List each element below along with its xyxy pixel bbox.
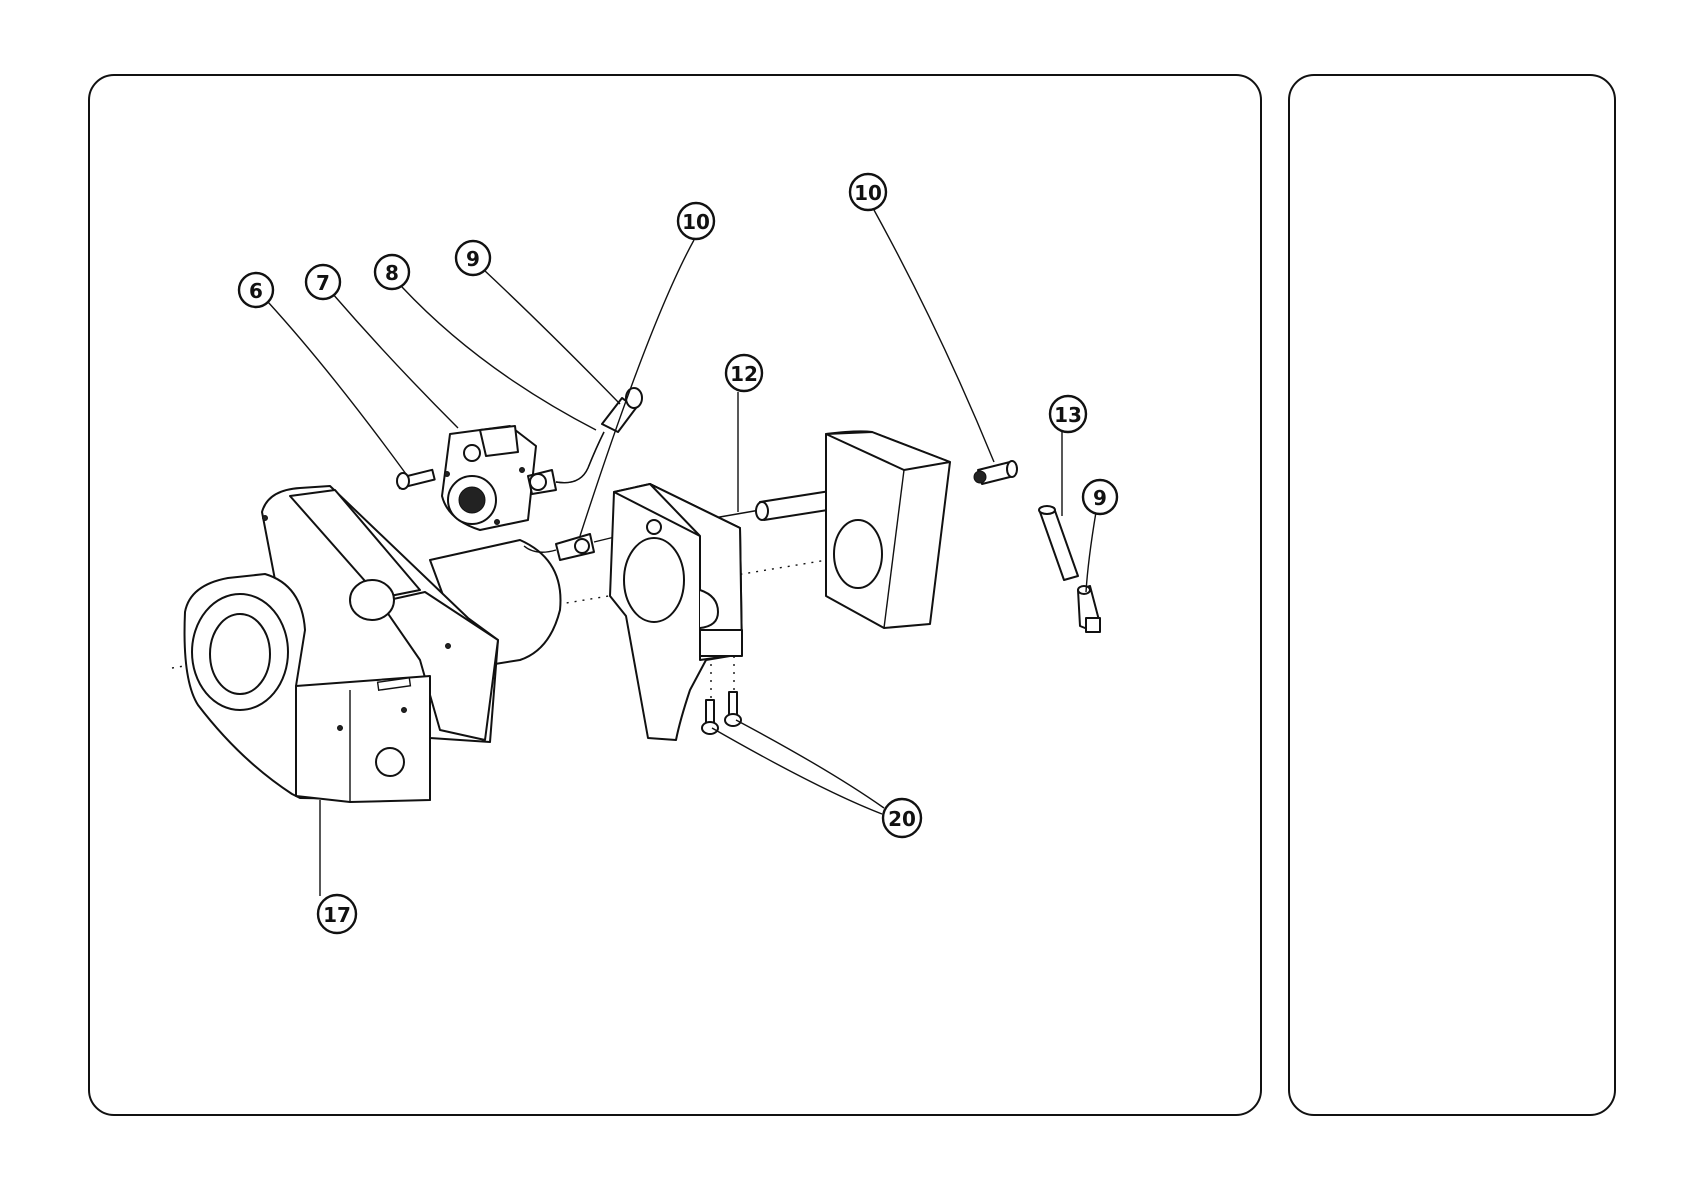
callout-9-top: 9 <box>456 241 490 275</box>
dowel-part-13 <box>1039 506 1078 580</box>
callout-10-left: 10 <box>678 203 714 239</box>
grease-nipple-part-9-right <box>1078 586 1100 632</box>
callout-13-label: 13 <box>1054 403 1082 427</box>
callout-8-label: 8 <box>385 261 399 285</box>
callout-8: 8 <box>375 255 409 289</box>
callout-6-label: 6 <box>249 279 263 303</box>
right-block <box>826 431 950 628</box>
callout-7: 7 <box>306 265 340 299</box>
callout-9-top-label: 9 <box>466 247 480 271</box>
callout-17-label: 17 <box>323 903 351 927</box>
callout-7-label: 7 <box>316 271 330 295</box>
callout-12: 12 <box>726 355 762 391</box>
bearing-block-part-7 <box>442 426 536 530</box>
callout-17: 17 <box>318 895 356 933</box>
callout-12-label: 12 <box>730 362 758 386</box>
callout-9-right-label: 9 <box>1093 486 1107 510</box>
callout-20-label: 20 <box>888 807 916 831</box>
callout-10-right-label: 10 <box>854 181 882 205</box>
callout-20: 20 <box>883 799 921 837</box>
callout-13: 13 <box>1050 396 1086 432</box>
fitting-part-10-right <box>974 461 1017 484</box>
callout-9-right: 9 <box>1083 480 1117 514</box>
cap-screws-part-20 <box>702 692 741 734</box>
callout-6: 6 <box>239 273 273 307</box>
main-housing-part-17 <box>185 486 561 802</box>
callout-10-left-label: 10 <box>682 210 710 234</box>
hose-part-8 <box>528 432 604 494</box>
screw-part-6 <box>397 470 435 489</box>
clamp-arm <box>610 484 742 740</box>
callout-10-right: 10 <box>850 174 886 210</box>
